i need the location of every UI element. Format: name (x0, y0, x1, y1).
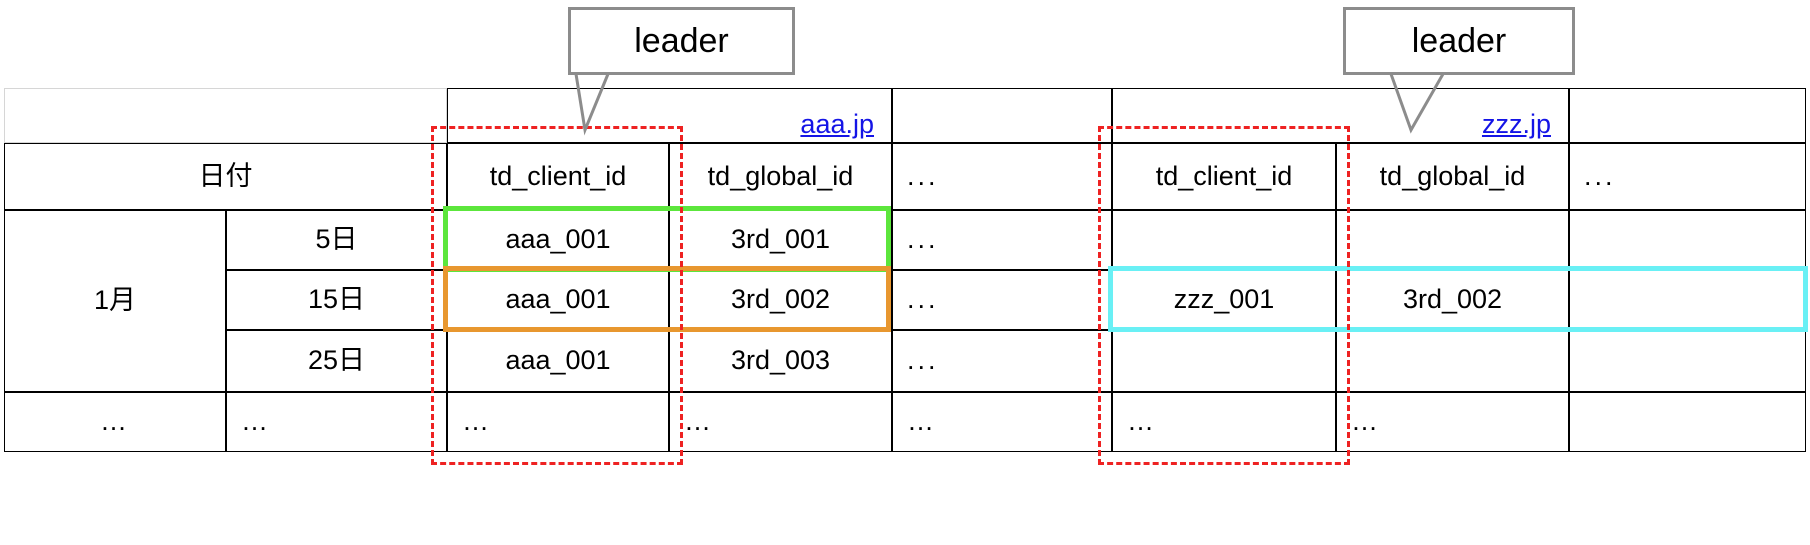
cell-mid-ellipsis-r3: ... (892, 330, 1112, 392)
site-header-empty-right (1569, 88, 1806, 143)
cell-zzz-client-id-r4: … (1112, 392, 1336, 452)
cell-end-ellipsis-r3 (1569, 330, 1806, 392)
cell-zzz-global-id-r4: … (1336, 392, 1569, 452)
cell-zzz-client-id-r1 (1112, 210, 1336, 270)
cell-month-ellipsis-r4: … (4, 392, 226, 452)
cell-day-ellipsis-r4: … (226, 392, 447, 452)
cell-zzz-client-id-r2: zzz_001 (1112, 270, 1336, 330)
cell-aaa-global-id-r1: 3rd_001 (669, 210, 892, 270)
cell-mid-ellipsis-r4: … (892, 392, 1112, 452)
site-header-aaa: aaa.jp (447, 88, 892, 143)
column-header-date: 日付 (4, 143, 447, 210)
month-cell-january: 1月 (4, 210, 226, 392)
site-header-gap (892, 88, 1112, 143)
cell-zzz-global-id-r2: 3rd_002 (1336, 270, 1569, 330)
cell-mid-ellipsis-r1: ... (892, 210, 1112, 270)
day-cell-15: 15日 (226, 270, 447, 330)
cell-end-ellipsis-r4 (1569, 392, 1806, 452)
column-header-aaa-client-id: td_client_id (447, 143, 669, 210)
cell-zzz-client-id-r3 (1112, 330, 1336, 392)
column-header-aaa-global-id: td_global_id (669, 143, 892, 210)
cell-end-ellipsis-r1 (1569, 210, 1806, 270)
day-cell-25: 25日 (226, 330, 447, 392)
callout-leader-zzz-box: leader (1343, 7, 1575, 75)
cell-aaa-global-id-r3: 3rd_003 (669, 330, 892, 392)
callout-leader-aaa-box: leader (568, 7, 795, 75)
data-table: aaa.jp zzz.jp 日付 td_client_id td_global_… (4, 88, 1806, 452)
column-header-zzz-client-id: td_client_id (1112, 143, 1336, 210)
column-header-zzz-global-id: td_global_id (1336, 143, 1569, 210)
cell-zzz-global-id-r1 (1336, 210, 1569, 270)
cell-aaa-client-id-r2: aaa_001 (447, 270, 669, 330)
cell-aaa-global-id-r4: … (669, 392, 892, 452)
cell-zzz-global-id-r3 (1336, 330, 1569, 392)
cell-mid-ellipsis-r2: ... (892, 270, 1112, 330)
cell-aaa-client-id-r3: aaa_001 (447, 330, 669, 392)
cell-aaa-client-id-r1: aaa_001 (447, 210, 669, 270)
cell-aaa-client-id-r4: … (447, 392, 669, 452)
site-header-empty-left (4, 88, 447, 143)
column-header-mid-ellipsis: ... (892, 143, 1112, 210)
site-header-zzz: zzz.jp (1112, 88, 1569, 143)
cell-end-ellipsis-r2 (1569, 270, 1806, 330)
cell-aaa-global-id-r2: 3rd_002 (669, 270, 892, 330)
site-link-zzz[interactable]: zzz.jp (1481, 109, 1551, 140)
day-cell-5: 5日 (226, 210, 447, 270)
callout-leader-aaa-tail (574, 73, 610, 136)
column-header-end-ellipsis: ... (1569, 143, 1806, 210)
site-link-aaa[interactable]: aaa.jp (800, 109, 874, 140)
callout-leader-zzz-tail (1389, 73, 1445, 134)
